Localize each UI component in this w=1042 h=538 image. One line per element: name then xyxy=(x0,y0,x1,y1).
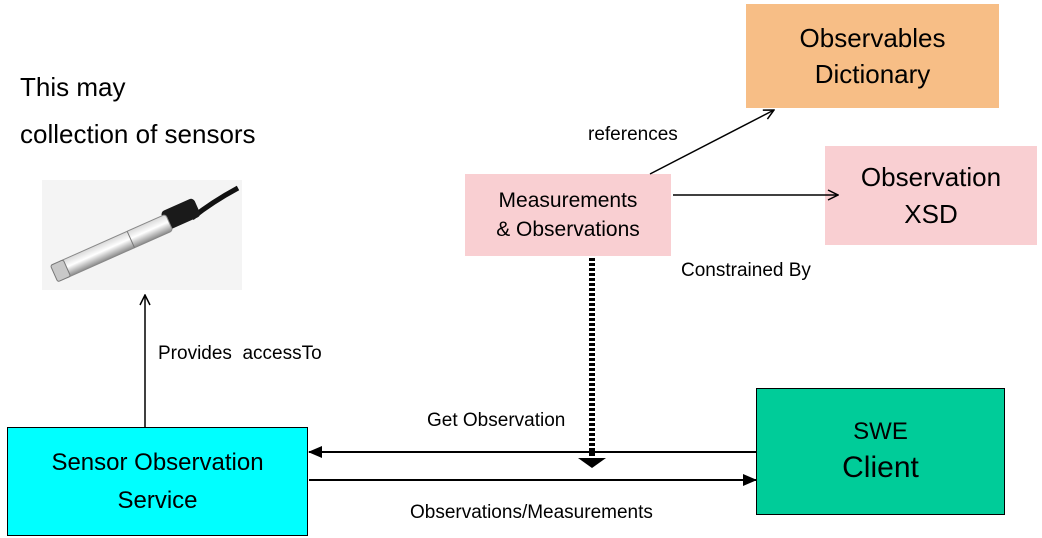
observables-dictionary-line-1: Observables xyxy=(799,23,946,53)
swe-client-box: SWE Client xyxy=(756,388,1005,515)
observations-measurements-label: Observations/Measurements xyxy=(410,502,653,523)
measurements-observations-line-2: & Observations xyxy=(496,218,640,241)
references-label: references xyxy=(588,124,678,145)
measurements-observations-line-1: Measurements xyxy=(498,189,638,212)
observation-xsd-line-1: Observation xyxy=(860,161,1002,192)
constrained-by-label: Constrained By xyxy=(681,260,811,281)
caption-line-1: This may xyxy=(20,72,126,102)
sensor-observation-service-box: Sensor Observation Service xyxy=(7,427,308,536)
measurements-observations-box: Measurements & Observations xyxy=(465,174,671,256)
swe-client-line-2: Client xyxy=(842,450,919,484)
sensor-observation-service-line-2: Service xyxy=(117,486,198,514)
sensor-probe-image xyxy=(42,180,242,290)
observation-xsd-box: Observation XSD xyxy=(825,146,1037,245)
get-observation-label: Get Observation xyxy=(427,410,566,431)
dotted-flow-arrowhead xyxy=(578,458,606,468)
observation-xsd-line-2: XSD xyxy=(904,198,958,229)
observables-dictionary-box: Observables Dictionary xyxy=(746,4,999,108)
provides-access-label: Provides accessTo xyxy=(158,343,322,364)
sensor-observation-service-line-1: Sensor Observation xyxy=(51,448,264,476)
observables-dictionary-line-2: Dictionary xyxy=(814,59,931,89)
references-arrow xyxy=(649,110,774,175)
caption-line-2: collection of sensors xyxy=(20,119,256,149)
swe-client-line-1: SWE xyxy=(853,417,908,445)
